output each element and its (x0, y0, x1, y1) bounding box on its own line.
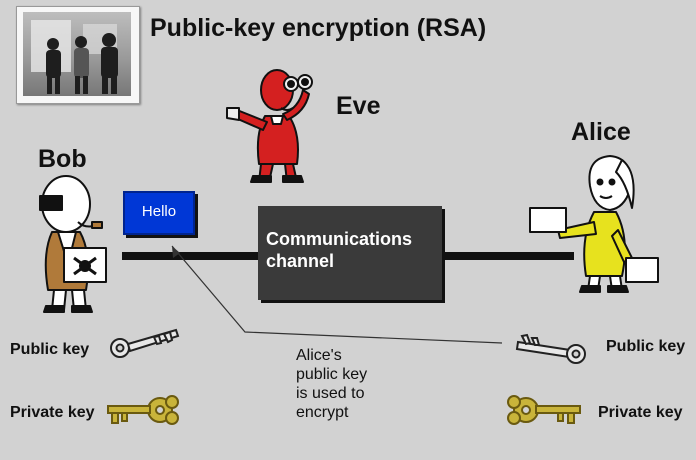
alice-private-key-label: Private key (598, 404, 683, 421)
message-text: Hello (141, 203, 177, 220)
alice-label: Alice (571, 118, 631, 146)
bob-private-key-label: Private key (10, 404, 95, 421)
inventors-photo (16, 6, 140, 104)
alice-public-key-label: Public key (606, 338, 686, 355)
message-box: Hello (123, 191, 195, 235)
diagram-title: Public-key encryption (RSA) (150, 14, 487, 42)
note-line-1: Alice's (296, 347, 342, 364)
channel-label: Communications channel (266, 228, 442, 272)
channel-label-line2: channel (266, 251, 335, 271)
note-line-2: public key (296, 366, 368, 383)
eve-label: Eve (336, 92, 381, 120)
bob-label: Bob (38, 145, 87, 173)
inventors-silhouettes (31, 20, 118, 94)
encrypt-note: Alice's public key is used to encrypt (296, 346, 416, 422)
public-key-icon (110, 328, 180, 358)
bob-figure (39, 175, 107, 313)
inventors-photo-image (23, 12, 131, 96)
eve-figure (226, 69, 313, 183)
alice-figure (529, 155, 659, 293)
communications-channel-box: Communications channel (258, 206, 442, 300)
private-key-icon (107, 395, 179, 425)
note-line-3: is used to (296, 385, 365, 402)
public-key-icon (515, 333, 586, 364)
note-line-4: encrypt (296, 404, 349, 421)
channel-label-line1: Communications (266, 229, 413, 249)
private-key-icon (507, 395, 581, 425)
bob-public-key-label: Public key (10, 341, 90, 358)
